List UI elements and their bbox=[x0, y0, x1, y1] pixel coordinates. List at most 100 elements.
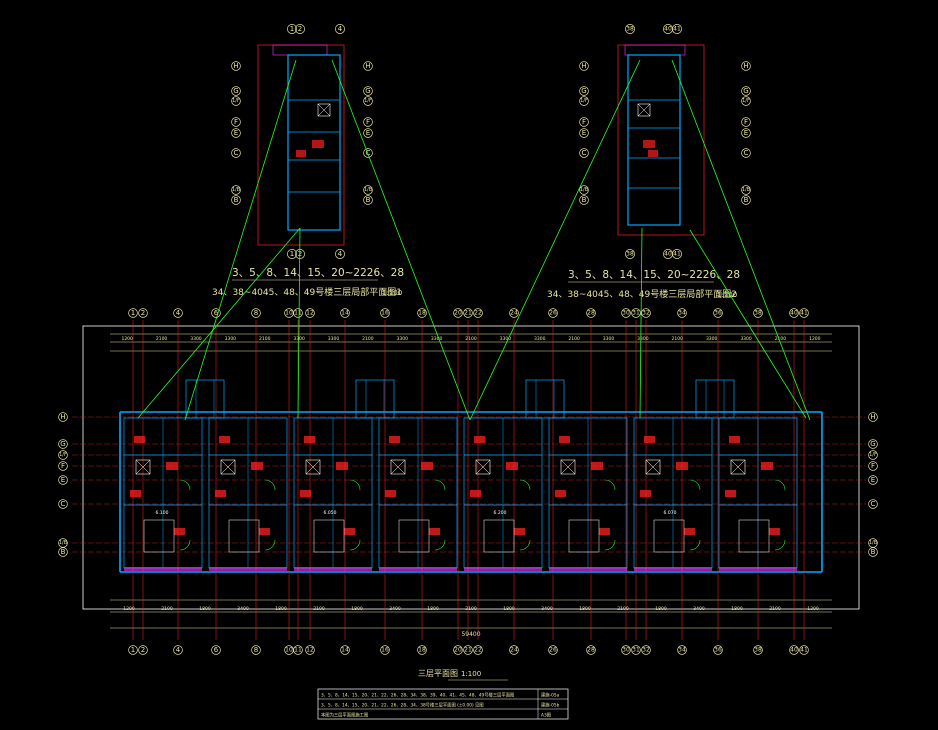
unit-room-tag bbox=[344, 528, 355, 535]
detail1-stair-diagonal-b bbox=[317, 103, 331, 117]
unit-door-swing bbox=[774, 539, 786, 551]
main-col-axis-bottom-38: 38 bbox=[753, 645, 763, 655]
main-col-axis-top-12: 12 bbox=[305, 308, 315, 318]
unit-room-tag bbox=[219, 436, 230, 443]
top-dimension: 2100 bbox=[156, 336, 168, 342]
bottom-dimension: 2100 bbox=[465, 606, 477, 612]
unit-stair-diagonal bbox=[645, 459, 661, 475]
unit-room-tag bbox=[470, 490, 481, 497]
main-col-axis-bottom-31-label: 31 bbox=[632, 647, 640, 654]
main-col-axis-top-38: 38 bbox=[753, 308, 763, 318]
main-col-axis-top-22-label: 22 bbox=[474, 310, 482, 317]
main-col-axis-bottom-6-label: 6 bbox=[214, 646, 219, 654]
main-col-axis-top-10: 10 bbox=[284, 308, 294, 318]
detail_plan_2-row-right-1/F: 1/F bbox=[741, 96, 751, 106]
detail_plan_1-row-right-1/B-circle bbox=[363, 185, 373, 195]
main-col-axis-top-4: 4 bbox=[173, 308, 183, 318]
detail_plan_1-col-bottom-1-circle bbox=[287, 249, 297, 259]
detail_plan_2-row-left-E-label: E bbox=[582, 129, 586, 137]
unit-living-room bbox=[568, 519, 600, 553]
detail_plan_1-row-left-1/F-circle bbox=[231, 96, 241, 106]
unit-stair bbox=[475, 459, 491, 475]
main-col-axis-top-16-circle bbox=[380, 308, 390, 318]
main-col-axis-top-14: 14 bbox=[340, 308, 350, 318]
detail_plan_2-row-right-G-label: G bbox=[743, 87, 748, 95]
unit-stair bbox=[645, 459, 661, 475]
unit-room-tag bbox=[259, 528, 270, 535]
main-row-axis-left-E-label: E bbox=[61, 476, 65, 484]
main-col-axis-bottom-6: 6 bbox=[211, 645, 221, 655]
unit-balcony bbox=[379, 567, 457, 571]
main-col-axis-top-2-label: 2 bbox=[141, 309, 145, 317]
detail_plan_1-row-right-B-label: B bbox=[366, 196, 371, 204]
unit-stairwell bbox=[695, 379, 735, 419]
main-col-axis-bottom-34-circle bbox=[677, 645, 687, 655]
main-col-axis-top-6: 6 bbox=[211, 308, 221, 318]
bottom-dimension: 3400 bbox=[237, 606, 249, 612]
unit-door-swing bbox=[434, 479, 446, 491]
main-col-axis-top-34: 34 bbox=[677, 308, 687, 318]
main-row-axis-right-B-label: B bbox=[871, 548, 876, 556]
detail_plan_2-col-top-38-label: 38 bbox=[626, 26, 634, 33]
main-col-axis-bottom-1-label: 1 bbox=[131, 646, 135, 654]
main-col-axis-top-30-label: 30 bbox=[622, 310, 630, 317]
main-col-axis-bottom-4: 4 bbox=[173, 645, 183, 655]
main-row-axis-right-1/F-label: 1/F bbox=[869, 452, 877, 458]
main-col-axis-top-34-circle bbox=[677, 308, 687, 318]
main-col-axis-bottom-30-circle bbox=[621, 645, 631, 655]
main-col-axis-top-2-circle bbox=[138, 308, 148, 318]
detail2-walls bbox=[627, 54, 681, 226]
detail_plan_1-col-bottom-4-label: 4 bbox=[338, 250, 343, 258]
main-col-axis-top-1-circle bbox=[128, 308, 138, 318]
main-col-axis-bottom-4-label: 4 bbox=[176, 646, 181, 654]
bottom-dimension: 1800 bbox=[731, 606, 743, 612]
detail_plan_1-col-bottom-1: 1 bbox=[287, 249, 297, 259]
top-dimension: 2100 bbox=[568, 336, 580, 342]
main-col-axis-top-22-circle bbox=[473, 308, 483, 318]
main-row-axis-right-C-label: C bbox=[871, 500, 876, 508]
leader-line bbox=[689, 229, 807, 419]
main-col-axis-bottom-16-label: 16 bbox=[381, 647, 389, 654]
bottom-dimension: 1800 bbox=[503, 606, 515, 612]
main-col-axis-bottom-20: 20 bbox=[453, 645, 463, 655]
detail2-caption-line2: 34、38~4045、48、49号楼三层局部平面图2 bbox=[547, 288, 737, 300]
main-col-axis-bottom-26-label: 26 bbox=[549, 647, 557, 654]
main-row-axis-right-1/F: 1/F bbox=[868, 450, 878, 460]
main-col-axis-top-21-label: 21 bbox=[464, 310, 472, 317]
main-row-axis-left-E-circle bbox=[58, 475, 68, 485]
detail_plan_2-row-right-F: F bbox=[741, 117, 751, 127]
detail_plan_2-row-left-B-label: B bbox=[582, 196, 587, 204]
detail_plan_1-row-right-H-circle bbox=[363, 61, 373, 71]
detail_plan_1-row-right-E-label: E bbox=[366, 129, 370, 137]
main-col-axis-bottom-8: 8 bbox=[251, 645, 261, 655]
unit-stair bbox=[730, 459, 746, 475]
notes-row-2-text: 3、5、8、14、15、20、21、22、26、28、34、38号楼三层平面图 … bbox=[321, 702, 484, 709]
detail_plan_2-row-left-F-circle bbox=[579, 117, 589, 127]
main-row-axis-left-B-circle bbox=[58, 547, 68, 557]
apartment-unit bbox=[378, 417, 458, 571]
unit-balcony bbox=[294, 567, 372, 571]
main-row-axis-right-E-label: E bbox=[871, 476, 875, 484]
unit-room-tag bbox=[644, 436, 655, 443]
bottom-dimension: 3400 bbox=[389, 606, 401, 612]
main-col-axis-bottom-24-label: 24 bbox=[510, 647, 518, 654]
main-col-axis-bottom-34: 34 bbox=[677, 645, 687, 655]
bottom-dimension: 1800 bbox=[275, 606, 287, 612]
detail_plan_1-row-left-H: H bbox=[231, 61, 241, 71]
unit-door-swing bbox=[264, 479, 276, 491]
main-col-axis-top-40-label: 40 bbox=[790, 310, 798, 317]
apartment-unit bbox=[293, 379, 395, 571]
bottom-dimension: 1800 bbox=[351, 606, 363, 612]
main-col-axis-top-24-label: 24 bbox=[510, 310, 518, 317]
main-col-axis-top-21: 21 bbox=[463, 308, 473, 318]
detail_plan_2-row-right-F-circle bbox=[741, 117, 751, 127]
main-col-axis-bottom-31: 31 bbox=[631, 645, 641, 655]
detail_plan_2-row-left-1/F-circle bbox=[579, 96, 589, 106]
main-col-axis-bottom-8-circle bbox=[251, 645, 261, 655]
main-row-axis-left-E: E bbox=[58, 475, 68, 485]
main-col-axis-top-11: 11 bbox=[293, 308, 303, 318]
unit-room-tag bbox=[429, 528, 440, 535]
main-col-axis-bottom-18: 18 bbox=[417, 645, 427, 655]
detail_plan_2-row-right-B-circle bbox=[741, 195, 751, 205]
